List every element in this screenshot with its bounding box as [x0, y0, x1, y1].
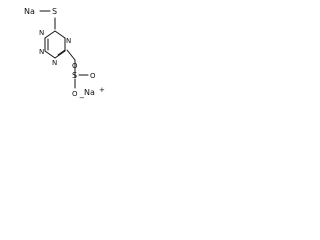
atom-n3: N — [52, 59, 57, 67]
atom-o-right: O — [90, 72, 96, 80]
bond-ring-c-n1 — [44, 30, 56, 39]
atom-s-top: S — [52, 7, 57, 16]
structure-svg: Na S N N N N S O O O − Na + — [24, 7, 105, 102]
atom-s-sulfonate: S — [72, 71, 77, 80]
atom-na-right: Na — [84, 88, 95, 97]
charge-na-plus: + — [99, 86, 105, 94]
bond-ring-n3-n4-double — [57, 49, 66, 56]
bond-ring-c-n4 — [54, 30, 66, 39]
bond-ring-n2-n3 — [44, 50, 56, 59]
atom-n1: N — [39, 29, 44, 37]
atom-o-top: O — [72, 62, 78, 70]
atom-n4: N — [66, 37, 71, 45]
bond-ring-ch2 — [66, 49, 76, 61]
charge-o-minus: − — [79, 94, 85, 102]
atom-na-top: Na — [24, 7, 35, 16]
atom-o-bottom: O — [72, 90, 78, 98]
bond-ring-n3-n4 — [54, 50, 66, 59]
chemical-structure: Na S N N N N S O O O − Na + — [0, 0, 107, 111]
atom-n2: N — [39, 48, 44, 56]
